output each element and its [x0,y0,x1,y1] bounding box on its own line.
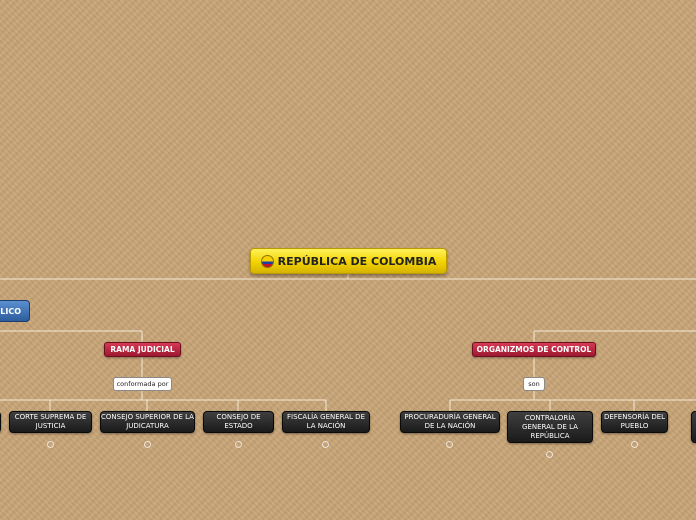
collapsed-branch-icon[interactable] [546,451,553,458]
collapsed-branch-icon[interactable] [235,441,242,448]
collapsed-branch-icon[interactable] [144,441,151,448]
topic-rama-judicial[interactable]: RAMA JUDICIAL [104,342,181,357]
collapsed-branch-icon[interactable] [446,441,453,448]
subtopic-fiscalia-general[interactable]: FISCALÍA GENERAL DE LA NACIÓN [282,411,370,433]
collapsed-branch-icon[interactable] [631,441,638,448]
root-topic-label: REPÚBLICA DE COLOMBIA [277,254,437,268]
connector-label-son[interactable]: son [523,377,545,391]
topic-organismos-de-control[interactable]: ORGANIZMOS DE CONTROL [472,342,596,357]
partial-topic-label: LICO [0,306,21,316]
subtopic-consejo-superior[interactable]: CONSEJO SUPERIOR DE LA JUDICATURA [100,411,195,433]
colombia-flag-icon [260,254,274,268]
subtopic-label: CONSEJO SUPERIOR DE LA JUDICATURA [101,413,194,430]
connector-label-conformada-por[interactable]: conformada por [113,377,172,391]
collapsed-branch-icon[interactable] [47,441,54,448]
partial-subtopic-left[interactable] [0,411,1,433]
subtopic-corte-suprema[interactable]: CORTE SUPREMA DE JUSTICIA [9,411,92,433]
subtopic-consejo-de-estado[interactable]: CONSEJO DE ESTADO [203,411,274,433]
connector-label-text: son [528,380,540,388]
topic-rama-judicial-label: RAMA JUDICIAL [110,345,175,354]
topic-organismos-label: ORGANIZMOS DE CONTROL [476,345,592,354]
root-topic-republica-de-colombia[interactable]: REPÚBLICA DE COLOMBIA [250,248,447,274]
connector-label-text: conformada por [116,380,169,388]
subtopic-label: CONTRALORÍA GENERAL DE LA REPÚBLICA [522,413,578,440]
subtopic-label: CONSEJO DE ESTADO [216,413,261,430]
subtopic-procuraduria[interactable]: PROCURADURÍA GENERAL DE LA NACIÓN [400,411,500,433]
partial-subtopic-right[interactable] [691,411,696,443]
partial-topic-left[interactable]: LICO [0,300,30,322]
subtopic-label: PROCURADURÍA GENERAL DE LA NACIÓN [404,413,496,430]
subtopic-label: DEFENSORÍA DEL PUEBLO [603,413,666,430]
subtopic-contraloria[interactable]: CONTRALORÍA GENERAL DE LA REPÚBLICA [507,411,593,443]
collapsed-branch-icon[interactable] [322,441,329,448]
subtopic-label: FISCALÍA GENERAL DE LA NACIÓN [286,413,365,430]
subtopic-defensoria[interactable]: DEFENSORÍA DEL PUEBLO [601,411,668,433]
subtopic-label: CORTE SUPREMA DE JUSTICIA [14,413,87,430]
